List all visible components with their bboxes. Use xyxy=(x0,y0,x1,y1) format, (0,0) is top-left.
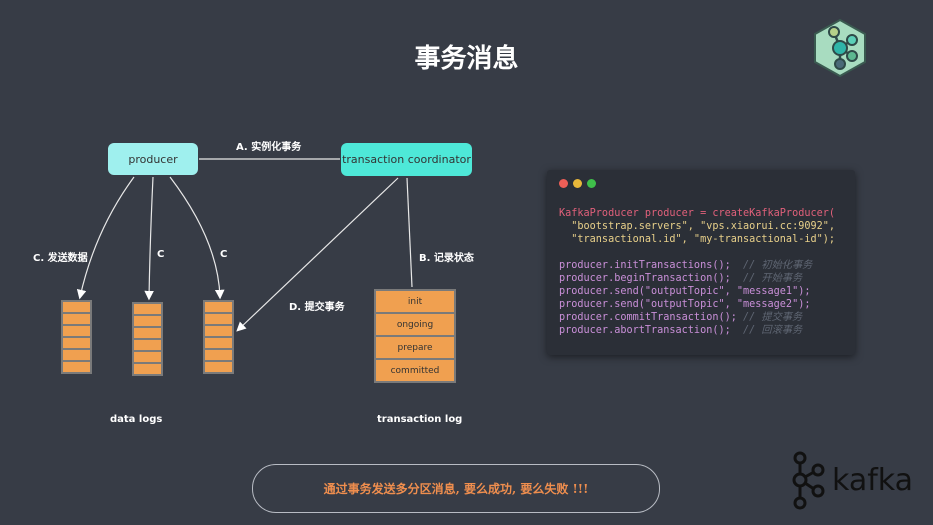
transaction-coordinator-node: transaction coordinator xyxy=(341,143,472,176)
code-line: producer.send("outputTopic", "message1")… xyxy=(559,286,811,297)
kafka-wordmark: kafka xyxy=(832,462,914,498)
producer-node: producer xyxy=(108,143,198,175)
code-line: producer.beginTransaction(); xyxy=(559,273,731,284)
code-line: "bootstrap.servers", "vps.xiaorui.cc:909… xyxy=(559,221,836,232)
label-c3: C xyxy=(220,249,228,260)
label-c2: C xyxy=(157,249,165,260)
transaction-log-stack: init ongoing prepare committed xyxy=(374,289,456,383)
state-committed: committed xyxy=(376,360,454,381)
code-line: producer.commitTransaction(); xyxy=(559,312,737,323)
page-title: 事务消息 xyxy=(414,44,519,74)
data-log-3 xyxy=(203,300,234,374)
transaction-log-caption: transaction log xyxy=(377,414,463,425)
code-comment: // 初始化事务 xyxy=(730,260,813,271)
window-controls xyxy=(559,179,843,191)
close-dot-icon xyxy=(559,179,568,188)
code-comment: // 提交事务 xyxy=(736,312,803,323)
maximize-dot-icon xyxy=(587,179,596,188)
code-line: producer.initTransactions(); xyxy=(559,260,731,271)
label-c-send: C. 发送数据 xyxy=(33,253,88,264)
state-init: init xyxy=(376,291,454,312)
minimize-dot-icon xyxy=(573,179,582,188)
state-prepare: prepare xyxy=(376,337,454,358)
code-comment: // 回滚事务 xyxy=(730,325,803,336)
data-logs-caption: data logs xyxy=(110,414,163,425)
data-log-1 xyxy=(61,300,92,374)
code-comment: // 开始事务 xyxy=(730,273,803,284)
kafka-icon xyxy=(792,451,825,510)
data-log-2 xyxy=(132,302,163,376)
kafka-logo: kafka xyxy=(790,450,913,510)
footer-callout: 通过事务发送多分区消息, 要么成功, 要么失败 !!! xyxy=(252,464,660,513)
code-window: KafkaProducer producer = createKafkaProd… xyxy=(547,170,855,355)
hexagon-logo-icon xyxy=(814,18,866,78)
code-line: KafkaProducer producer = createKafkaProd… xyxy=(559,208,836,219)
code-line: producer.abortTransaction(); xyxy=(559,325,731,336)
state-ongoing: ongoing xyxy=(376,314,454,335)
label-b: B. 记录状态 xyxy=(419,253,474,264)
code-line: producer.send("outputTopic", "message2")… xyxy=(559,299,811,310)
label-a: A. 实例化事务 xyxy=(236,142,302,153)
code-line: "transactional.id", "my-transactional-id… xyxy=(559,234,836,245)
label-d: D. 提交事务 xyxy=(289,302,345,313)
